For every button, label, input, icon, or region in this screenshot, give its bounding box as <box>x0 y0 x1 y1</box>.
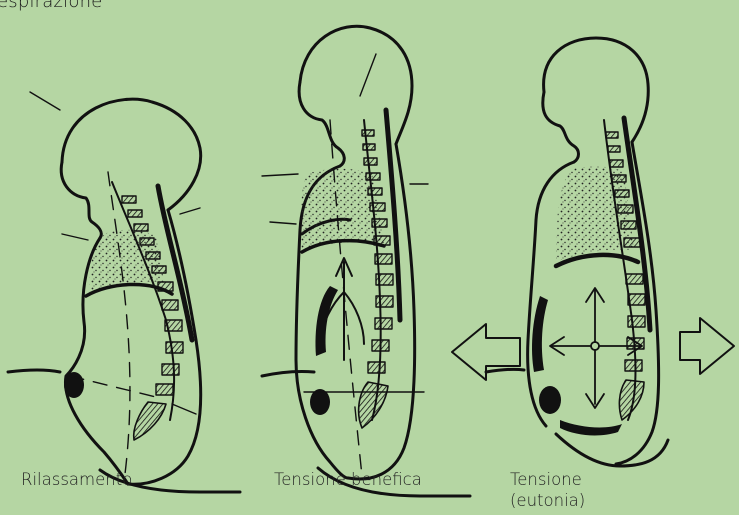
right-expansion-arrow <box>680 318 734 374</box>
caption-beneficial-tension: Tensione benefica <box>274 469 422 490</box>
figure-beneficial-tension <box>262 26 470 496</box>
caption-relaxation: Rilassamento <box>21 469 132 490</box>
vertebrae <box>606 132 645 371</box>
seat-line <box>8 370 60 372</box>
left-expansion-arrow <box>452 324 520 380</box>
caption-eutonia-line1: Tensione <box>510 469 582 490</box>
caption-eutonia-line2: (eutonia) <box>510 490 585 511</box>
figure-eutonia <box>452 38 734 466</box>
head-outline <box>62 99 201 210</box>
figure-relaxation <box>8 92 240 492</box>
